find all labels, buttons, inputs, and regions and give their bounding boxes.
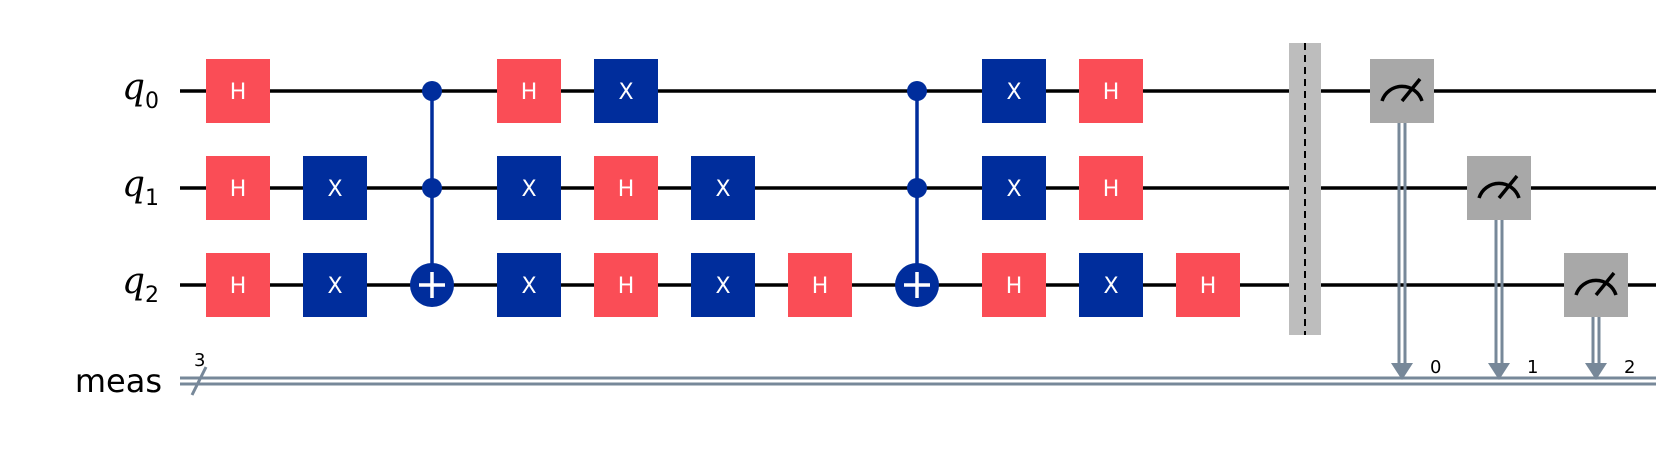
measure-arrowhead bbox=[1391, 363, 1413, 380]
control-dot-q1 bbox=[907, 178, 927, 198]
cbit-index-label: 2 bbox=[1624, 357, 1635, 378]
col8-h-gate-q2: H bbox=[982, 253, 1046, 317]
measure-box bbox=[1467, 156, 1531, 220]
col3-x-gate-q1: X bbox=[497, 156, 561, 220]
control-dot-q0 bbox=[907, 81, 927, 101]
col1-x-gate-q1: X bbox=[303, 156, 367, 220]
control-dot-q0 bbox=[422, 81, 442, 101]
col3-x-gate-q2-label: X bbox=[521, 274, 536, 299]
col13-measure-gate-q1: 1 bbox=[1467, 156, 1538, 380]
col2-toffoli-gate bbox=[410, 81, 454, 307]
measure-arrowhead bbox=[1488, 363, 1510, 380]
col9-h-gate-q1-label: H bbox=[1103, 177, 1120, 202]
qubit-label-2: q2 bbox=[122, 261, 159, 308]
col8-h-gate-q2-label: H bbox=[1006, 274, 1023, 299]
cbit-index-label: 1 bbox=[1527, 357, 1538, 378]
col4-h-gate-q2: H bbox=[594, 253, 658, 317]
col5-x-gate-q2-label: X bbox=[715, 274, 730, 299]
col1-x-gate-q2: X bbox=[303, 253, 367, 317]
meter-arc-icon bbox=[1574, 278, 1618, 296]
classical-register-label: meas bbox=[75, 362, 162, 400]
col5-x-gate-q1-box bbox=[691, 156, 755, 220]
col0-h-gate-q1-box bbox=[206, 156, 270, 220]
col10-h-gate-q2: H bbox=[1176, 253, 1240, 317]
col8-h-gate-q2-box bbox=[982, 253, 1046, 317]
col5-x-gate-q1-label: X bbox=[715, 177, 730, 202]
col9-h-gate-q0-label: H bbox=[1103, 80, 1120, 105]
col1-x-gate-q1-label: X bbox=[327, 177, 342, 202]
col6-h-gate-q2: H bbox=[788, 253, 852, 317]
col5-x-gate-q1: X bbox=[691, 156, 755, 220]
meter-arc-icon bbox=[1477, 181, 1521, 199]
col4-x-gate-q0-box bbox=[594, 59, 658, 123]
qubit-label-1: q1 bbox=[122, 164, 159, 211]
col4-h-gate-q2-label: H bbox=[618, 274, 635, 299]
col10-h-gate-q2-label: H bbox=[1200, 274, 1217, 299]
col1-x-gate-q2-label: X bbox=[327, 274, 342, 299]
col9-x-gate-q2-box bbox=[1079, 253, 1143, 317]
col3-h-gate-q0-label: H bbox=[521, 80, 538, 105]
col9-h-gate-q0: H bbox=[1079, 59, 1143, 123]
measure-arrowhead bbox=[1585, 363, 1607, 380]
operations-layer: H H H X X H X X X H H X X H X X H H H X H 0 1 2 bbox=[206, 43, 1635, 380]
col8-x-gate-q1-box bbox=[982, 156, 1046, 220]
col7-toffoli-gate bbox=[895, 81, 939, 307]
col6-h-gate-q2-box bbox=[788, 253, 852, 317]
col4-h-gate-q1-label: H bbox=[618, 177, 635, 202]
col0-h-gate-q0-label: H bbox=[230, 80, 247, 105]
cbit-index-label: 0 bbox=[1430, 357, 1441, 378]
col6-h-gate-q2-label: H bbox=[812, 274, 829, 299]
col9-h-gate-q1: H bbox=[1079, 156, 1143, 220]
col5-x-gate-q2-box bbox=[691, 253, 755, 317]
classical-register-size: 3 bbox=[194, 350, 205, 371]
col4-h-gate-q2-box bbox=[594, 253, 658, 317]
col8-x-gate-q0: X bbox=[982, 59, 1046, 123]
col0-h-gate-q0: H bbox=[206, 59, 270, 123]
col1-x-gate-q1-box bbox=[303, 156, 367, 220]
col9-x-gate-q2-label: X bbox=[1103, 274, 1118, 299]
col0-h-gate-q2-box bbox=[206, 253, 270, 317]
col1-x-gate-q2-box bbox=[303, 253, 367, 317]
col8-x-gate-q1-label: X bbox=[1006, 177, 1021, 202]
col8-x-gate-q0-box bbox=[982, 59, 1046, 123]
col3-x-gate-q2: X bbox=[497, 253, 561, 317]
meter-needle-icon bbox=[1400, 77, 1422, 103]
col9-x-gate-q2: X bbox=[1079, 253, 1143, 317]
measure-box bbox=[1564, 253, 1628, 317]
qubit-label-0: q0 bbox=[122, 67, 159, 114]
col3-x-gate-q1-box bbox=[497, 156, 561, 220]
col8-x-gate-q1: X bbox=[982, 156, 1046, 220]
col0-h-gate-q2-label: H bbox=[230, 274, 247, 299]
col0-h-gate-q0-box bbox=[206, 59, 270, 123]
col9-h-gate-q1-box bbox=[1079, 156, 1143, 220]
col5-x-gate-q2: X bbox=[691, 253, 755, 317]
col10-h-gate-q2-box bbox=[1176, 253, 1240, 317]
measure-box bbox=[1370, 59, 1434, 123]
col4-x-gate-q0: X bbox=[594, 59, 658, 123]
meter-arc-icon bbox=[1380, 84, 1424, 102]
col3-x-gate-q2-box bbox=[497, 253, 561, 317]
register-labels: q0 q1 q2 meas 3 bbox=[75, 67, 206, 400]
classical-bundle-slash bbox=[190, 366, 208, 396]
col0-h-gate-q1: H bbox=[206, 156, 270, 220]
col3-h-gate-q0-box bbox=[497, 59, 561, 123]
col0-h-gate-q1-label: H bbox=[230, 177, 247, 202]
meter-needle-icon bbox=[1594, 271, 1616, 297]
meter-needle-icon bbox=[1497, 174, 1519, 200]
col3-h-gate-q0: H bbox=[497, 59, 561, 123]
col9-h-gate-q0-box bbox=[1079, 59, 1143, 123]
control-dot-q1 bbox=[422, 178, 442, 198]
col8-x-gate-q0-label: X bbox=[1006, 80, 1021, 105]
col4-h-gate-q1: H bbox=[594, 156, 658, 220]
col4-h-gate-q1-box bbox=[594, 156, 658, 220]
col14-measure-gate-q2: 2 bbox=[1564, 253, 1635, 380]
col4-x-gate-q0-label: X bbox=[618, 80, 633, 105]
col3-x-gate-q1-label: X bbox=[521, 177, 536, 202]
barrier bbox=[1289, 43, 1321, 335]
col0-h-gate-q2: H bbox=[206, 253, 270, 317]
col12-measure-gate-q0: 0 bbox=[1370, 59, 1441, 380]
